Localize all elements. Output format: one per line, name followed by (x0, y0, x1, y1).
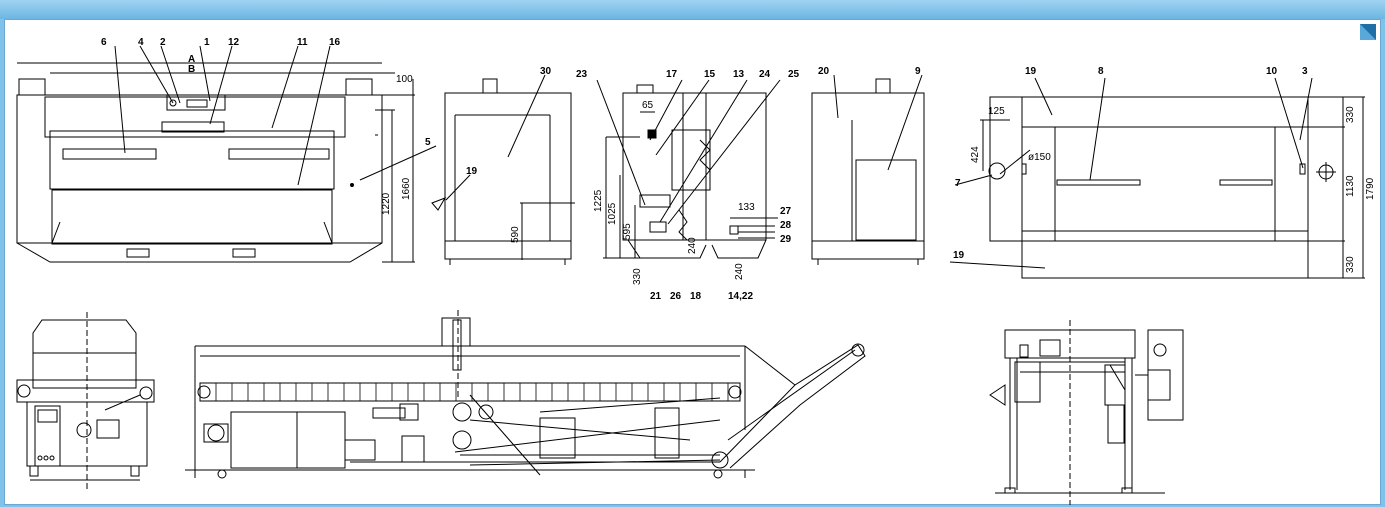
callout-14-22: 14,22 (728, 291, 753, 302)
dimension-labels: 100 1220 1660 590 65 1225 1025 595 330 2… (381, 74, 1376, 285)
side-view (431, 74, 575, 265)
dim-330-panel: 330 (632, 268, 643, 285)
callout-13: 13 (733, 69, 745, 80)
callout-3: 3 (1302, 66, 1308, 77)
callout-12: 12 (228, 37, 240, 48)
callout-27: 27 (780, 206, 792, 217)
end-view (16, 312, 155, 490)
callout-25: 25 (788, 69, 800, 80)
dim-1225: 1225 (593, 189, 604, 212)
main-elevation (185, 310, 866, 479)
panel-view (596, 79, 781, 259)
plan-view (949, 77, 1365, 279)
callout-8: 8 (1098, 66, 1104, 77)
dim-1220: 1220 (381, 192, 392, 215)
callout-11: 11 (297, 37, 308, 48)
callout-6: 6 (101, 37, 107, 48)
dim-424: 424 (970, 146, 981, 163)
callout-B: B (188, 64, 195, 75)
callout-17: 17 (666, 69, 678, 80)
dim-1025: 1025 (607, 202, 618, 225)
dim-330-plan-bottom: 330 (1345, 256, 1356, 273)
callout-21: 21 (650, 291, 662, 302)
callout-15: 15 (704, 69, 716, 80)
dim-133: 133 (738, 202, 755, 213)
dim-240-bottom: 240 (734, 263, 745, 280)
callout-30: 30 (540, 66, 552, 77)
dim-150: ø150 (1028, 152, 1051, 163)
callout-4: 4 (138, 37, 144, 48)
callout-23: 23 (576, 69, 588, 80)
callout-28: 28 (780, 220, 792, 231)
callout-18: 18 (690, 291, 702, 302)
right-section-view (989, 320, 1184, 505)
dim-330-plan-top: 330 (1345, 106, 1356, 123)
callout-29: 29 (780, 234, 792, 245)
callout-19-plan-top: 19 (1025, 66, 1037, 77)
callout-19-side: 19 (466, 166, 478, 177)
corner-marker (1360, 24, 1376, 40)
callout-7: 7 (955, 178, 961, 189)
dim-1660: 1660 (401, 177, 412, 200)
callout-16: 16 (329, 37, 341, 48)
dim-125: 125 (988, 106, 1005, 117)
dim-590: 590 (510, 226, 521, 243)
dim-100: 100 (396, 74, 413, 85)
callout-5: 5 (425, 137, 431, 148)
callout-10: 10 (1266, 66, 1278, 77)
callout-labels: 1 2 4 6 12 11 16 5 A B 30 19 23 17 15 13… (101, 37, 1308, 302)
rear-view (811, 74, 925, 265)
dim-595: 595 (622, 223, 633, 240)
header-bar (0, 0, 1385, 19)
callout-9: 9 (915, 66, 921, 77)
dim-240-top: 240 (687, 237, 698, 254)
dim-65: 65 (642, 100, 654, 111)
callout-20: 20 (818, 66, 830, 77)
callout-2: 2 (160, 37, 166, 48)
callout-19-plan-bottom: 19 (953, 250, 965, 261)
front-view (16, 45, 437, 263)
callout-A: A (188, 54, 195, 65)
callout-1: 1 (204, 37, 210, 48)
callout-24: 24 (759, 69, 771, 80)
dim-1130: 1130 (1345, 175, 1356, 197)
callout-26: 26 (670, 291, 682, 302)
dim-1790: 1790 (1365, 177, 1376, 200)
